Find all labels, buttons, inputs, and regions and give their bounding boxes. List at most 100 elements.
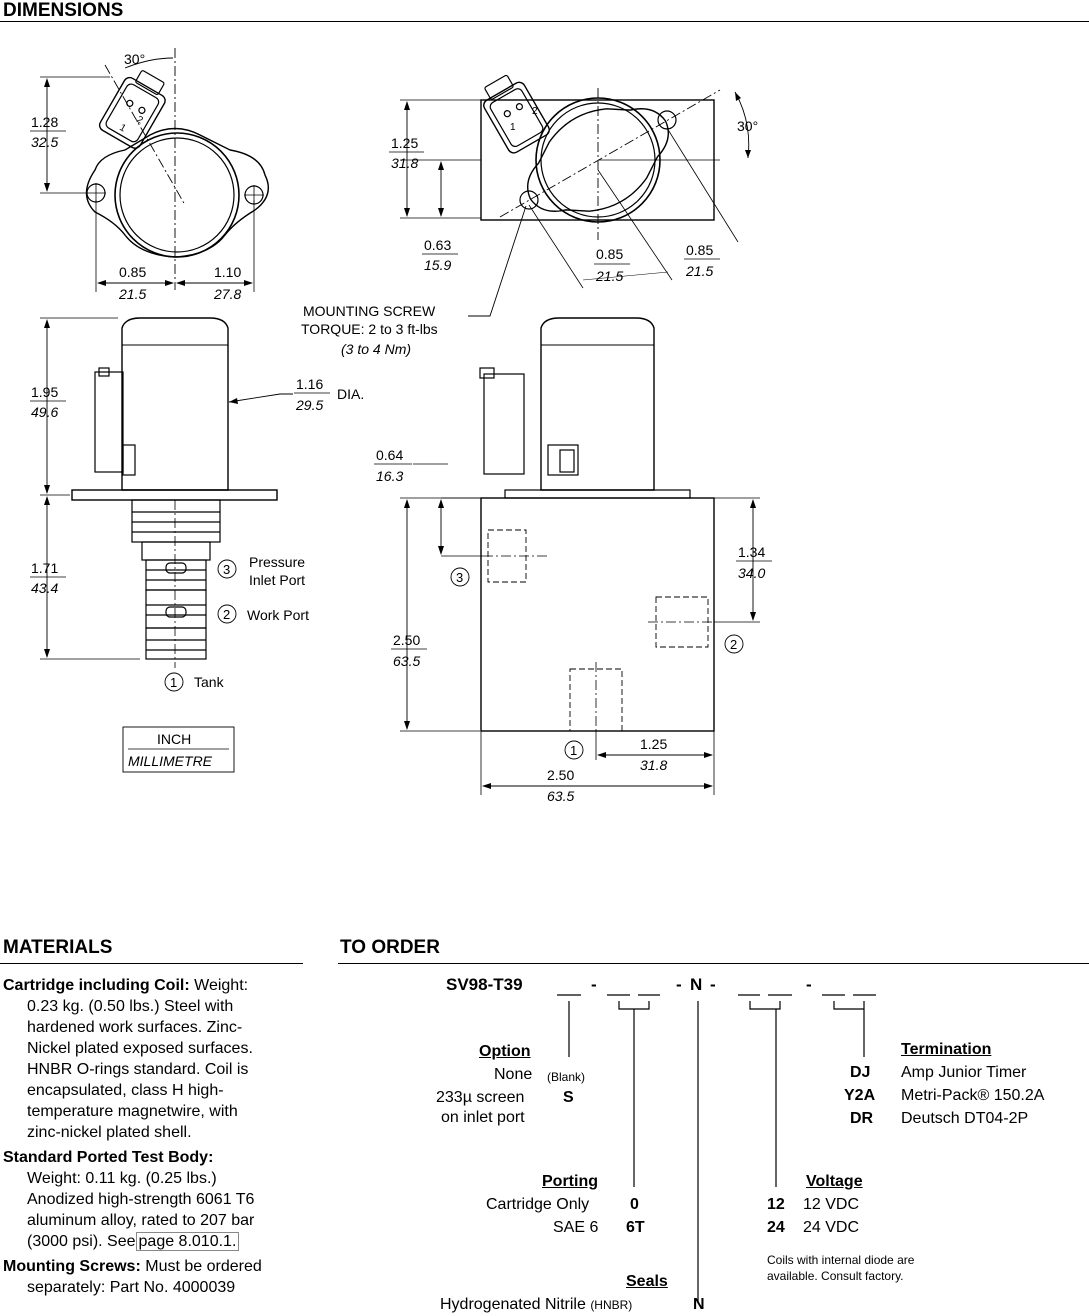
dim-1-95: 1.95: [31, 384, 58, 400]
dim-1-25-top: 1.25: [391, 135, 418, 151]
body-line-0: Weight: 0.11 kg. (0.25 lbs.): [27, 1170, 217, 1187]
voltage-label-0: 12 VDC: [803, 1196, 860, 1213]
dim-27-8: 27.8: [213, 286, 241, 302]
screws-line: Mounting Screws: Must be ordered: [3, 1256, 313, 1277]
seals-label: Hydrogenated Nitrile (HNBR): [440, 1296, 632, 1314]
porting-label-1: SAE 6: [553, 1219, 599, 1236]
dim-0-85-a: 0.85: [596, 246, 623, 262]
cartridge-line-5: encapsulated, class H high-: [27, 1082, 224, 1099]
port1-label: Tank: [194, 674, 225, 690]
model-code: SV98-T39: [446, 975, 523, 994]
dash-2: -: [676, 975, 682, 994]
cartridge-line-4: HNBR O-rings standard. Coil is: [27, 1061, 249, 1078]
port2-label: Work Port: [247, 607, 309, 623]
materials-heading: MATERIALS: [3, 937, 113, 958]
port3-num-right: 3: [456, 570, 463, 585]
dim-21-5-left: 21.5: [118, 286, 146, 302]
port1-num-left: 1: [170, 675, 177, 690]
dim-21-5-a: 21.5: [595, 268, 623, 284]
dash-4: -: [806, 975, 812, 994]
conn-pin1-right: 1: [510, 122, 516, 133]
dimensions-heading: DIMENSIONS: [3, 0, 124, 21]
dia-label: DIA.: [337, 386, 364, 402]
cartridge-line-0: Weight:: [194, 977, 249, 994]
top-view-left: 1 2 30° 1.28 32.5 0.85 21.5 1.10 27.8: [30, 48, 269, 302]
porting-code-0: 0: [630, 1196, 639, 1213]
voltage-code-0: 12: [767, 1196, 785, 1213]
side-view-left: 1.95 49.6 1.71 43.4 1.16 29.5 DIA. 3 Pre…: [30, 317, 364, 773]
dim-1-25-bottom: 1.25: [640, 736, 667, 752]
option-screen-line1: 233µ screen: [436, 1089, 525, 1106]
porting-code-1: 6T: [626, 1219, 645, 1236]
screws-line2: separately: Part No. 4000039: [27, 1279, 236, 1296]
dash-1: -: [591, 975, 597, 994]
body-line-2: aluminum alloy, rated to 207 bar: [27, 1212, 255, 1229]
term-label-2: Deutsch DT04-2P: [901, 1110, 1029, 1127]
dim-49-6: 49.6: [31, 404, 58, 420]
dimensions-rule: [0, 21, 1089, 22]
port2-num-right: 2: [730, 637, 737, 652]
seals-code: N: [693, 1296, 705, 1313]
voltage-note2: available. Consult factory.: [767, 1269, 904, 1283]
body-bold: Standard Ported Test Body:: [3, 1149, 214, 1166]
term-code-0: DJ: [850, 1064, 871, 1081]
voltage-header: Voltage: [806, 1173, 863, 1190]
option-none-label: None: [494, 1066, 533, 1083]
dim-43-4: 43.4: [31, 580, 58, 596]
option-none-code: (Blank): [547, 1070, 586, 1084]
port3-num-left: 3: [223, 562, 230, 577]
dim-21-5-b: 21.5: [685, 263, 713, 279]
porting-label-0: Cartridge Only: [486, 1196, 590, 1213]
conn-pin1-left: 1: [117, 122, 128, 135]
dim-0-64: 0.64: [376, 447, 403, 463]
screws-line1: Must be ordered: [145, 1258, 262, 1275]
voltage-label-1: 24 VDC: [803, 1219, 860, 1236]
dim-0-85-left: 0.85: [119, 264, 146, 280]
side-view-right: 0.64 16.3 3 2.50 63.5 1.34 34.0 2 1 1.25…: [374, 317, 772, 804]
page-link[interactable]: page 8.010.1.: [135, 1232, 240, 1251]
dimension-drawing: 1 2 30° 1.28 32.5 0.85 21.5 1.10 27.8: [30, 48, 772, 804]
voltage-note1: Coils with internal diode are: [767, 1253, 915, 1267]
option-header: Option: [479, 1043, 531, 1060]
dim-63-5-w: 63.5: [547, 788, 574, 804]
term-code-1: Y2A: [844, 1087, 876, 1104]
seals-label-text: Hydrogenated Nitrile: [440, 1296, 586, 1313]
port3-line2: Inlet Port: [249, 572, 305, 588]
term-label-1: Metri-Pack® 150.2A: [901, 1087, 1045, 1104]
dim-31-8-top: 31.8: [391, 155, 418, 171]
term-code-2: DR: [850, 1110, 874, 1127]
body-line-1: Anodized high-strength 6061 T6: [27, 1191, 255, 1208]
dim-15-9: 15.9: [424, 257, 451, 273]
seals-label-abbr: (HNBR): [590, 1298, 633, 1312]
cartridge-line-3: Nickel plated exposed surfaces.: [27, 1040, 253, 1057]
legend-inch: INCH: [157, 731, 191, 747]
option-screen-code: S: [563, 1089, 574, 1106]
dim-0-85-b: 0.85: [686, 242, 713, 258]
port2-num-left: 2: [223, 607, 230, 622]
cartridge-line: Cartridge including Coil: Weight:: [3, 975, 313, 996]
cartridge-line-2: hardened work surfaces. Zinc-: [27, 1019, 243, 1036]
cartridge-line-6: temperature magnetwire, with: [27, 1103, 238, 1120]
mounting-line2: TORQUE: 2 to 3 ft-lbs: [301, 321, 438, 337]
body-line-3: (3000 psi). See: [27, 1233, 136, 1250]
to-order-heading: TO ORDER: [340, 937, 440, 958]
order-code-lines: [557, 994, 876, 1302]
cartridge-bold: Cartridge including Coil:: [3, 977, 190, 994]
port3-line1: Pressure: [249, 554, 305, 570]
seal-code-top: N: [690, 975, 703, 994]
mounting-line3: (3 to 4 Nm): [341, 341, 411, 357]
term-label-0: Amp Junior Timer: [901, 1064, 1027, 1081]
cartridge-line-7: zinc-nickel plated shell.: [27, 1124, 192, 1141]
mounting-line1: MOUNTING SCREW: [303, 303, 436, 319]
dim-34-0: 34.0: [738, 565, 765, 581]
dim-2-50-w: 2.50: [547, 767, 574, 783]
screws-bold: Mounting Screws:: [3, 1258, 141, 1275]
dim-32-5: 32.5: [31, 134, 58, 150]
dim-16-3: 16.3: [376, 468, 403, 484]
dim-29-5: 29.5: [295, 397, 323, 413]
angle-label-left: 30°: [124, 51, 145, 67]
termination-header: Termination: [901, 1041, 992, 1058]
dim-1-34: 1.34: [738, 544, 765, 560]
dim-63-5-h: 63.5: [393, 653, 420, 669]
